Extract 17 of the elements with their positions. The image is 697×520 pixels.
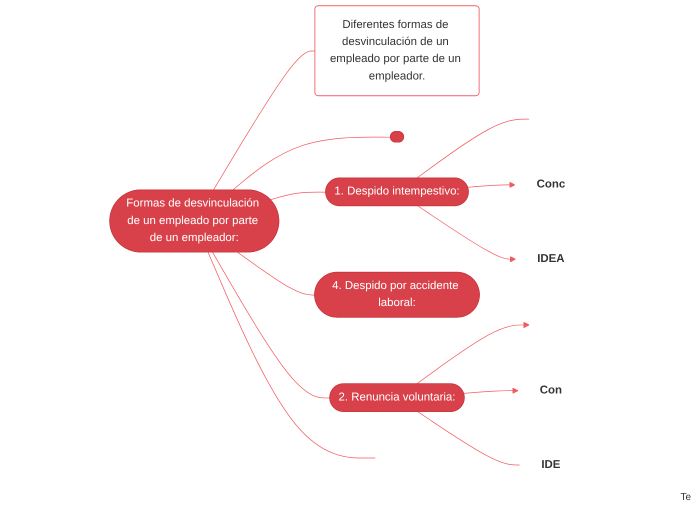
connector <box>416 118 530 179</box>
node-text: Con <box>540 384 562 396</box>
connector <box>212 252 331 398</box>
connector <box>270 192 327 200</box>
arrow <box>464 388 519 394</box>
arrow <box>416 322 530 384</box>
node-text: IDE <box>542 458 561 471</box>
node-text: IDEA <box>538 252 565 265</box>
node-text: Conc <box>536 178 566 191</box>
arrow <box>468 182 516 188</box>
connector <box>213 50 316 191</box>
connector <box>418 412 521 466</box>
connector <box>238 252 316 296</box>
connector <box>232 136 392 191</box>
connector <box>208 252 376 458</box>
label-text: Te <box>680 492 691 503</box>
arrow <box>418 206 516 262</box>
